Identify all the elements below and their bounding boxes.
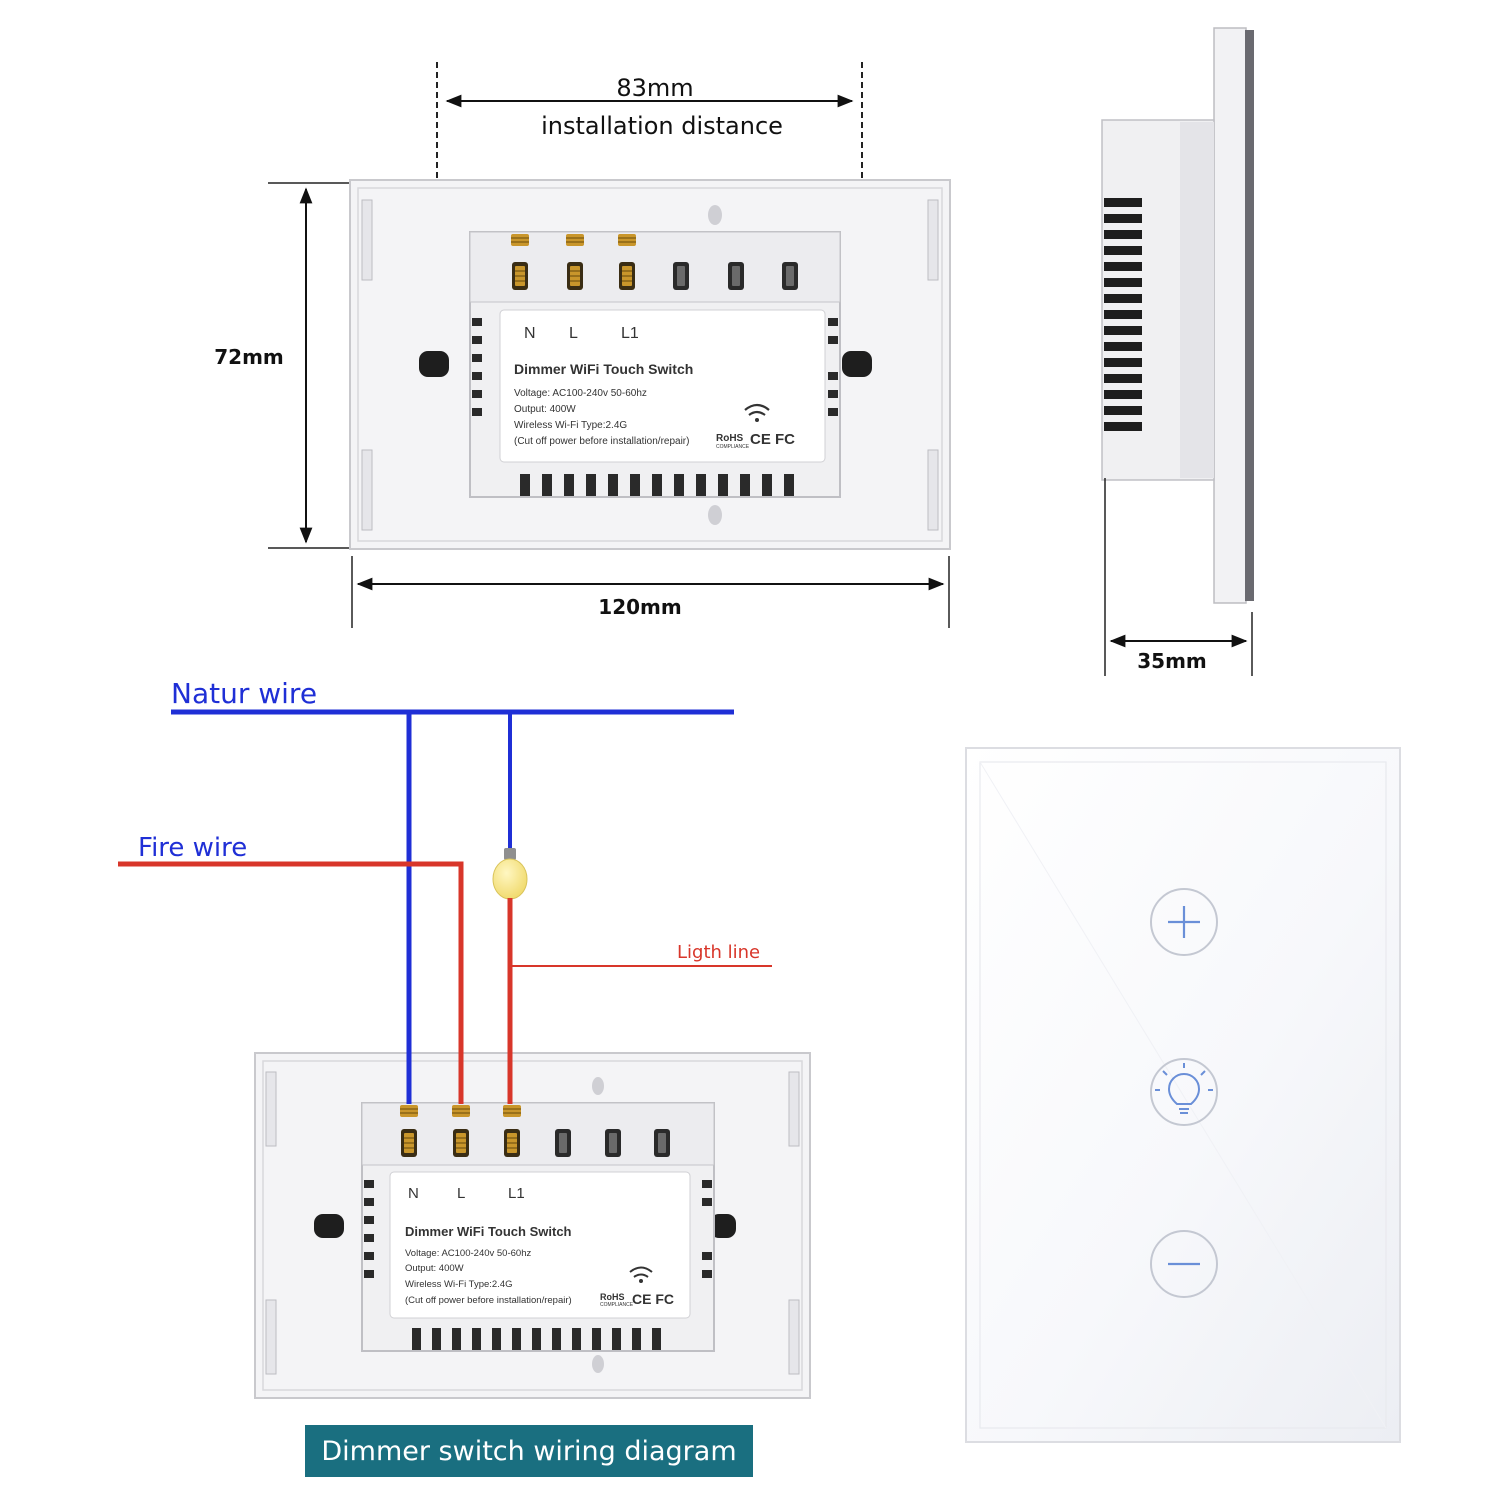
wiring-diagram: Natur wire Fire wire Ligth line [118,677,772,1100]
back-plate-bottom: N L L1 Dimmer WiFi Touch Switch Voltage:… [254,1052,811,1399]
terminal-l1-bottom: L1 [508,1185,525,1202]
bulb-icon [1155,1063,1213,1114]
voltage-spec-bottom: Voltage: AC100-240v 50-60hz [405,1248,531,1259]
terminal-l-bottom: L [457,1185,465,1202]
back-plate-top: N L L1 Dimmer WiFi Touch Switch Voltage:… [349,179,951,550]
plus-button[interactable] [1150,888,1218,956]
install-distance-value: 83mm [616,74,693,102]
rohs-mark-bottom: RoHS [600,1292,625,1302]
cert-marks-bottom: CE FC [632,1291,674,1307]
light-bulb-icon [492,848,528,900]
wireless-spec: Wireless Wi-Fi Type:2.4G [514,420,627,431]
compliance-mark: COMPLIANCE [716,444,750,450]
side-view: 35mm [1101,27,1254,676]
wireless-spec-bottom: Wireless Wi-Fi Type:2.4G [405,1279,513,1290]
wifi-icon [629,1266,653,1283]
wire-terminal-ends [406,1050,513,1104]
back-view-dimensions: 83mm installation distance 72mm 120mm [214,62,950,628]
output-spec: Output: 400W [514,404,576,415]
neutral-wire-label: Natur wire [171,677,317,710]
voltage-spec: Voltage: AC100-240v 50-60hz [514,388,647,399]
light-button[interactable] [1150,1058,1218,1126]
terminal-n: N [524,325,536,342]
wifi-icon [744,403,770,422]
warning-text: (Cut off power before installation/repai… [514,436,689,447]
compliance-mark-bottom: COMPLIANCE [600,1302,634,1308]
install-distance-label: installation distance [541,112,783,140]
cert-marks: CE FC [750,431,795,448]
terminal-n-bottom: N [408,1185,419,1202]
product-name: Dimmer WiFi Touch Switch [514,361,693,377]
fire-wire-label: Fire wire [138,833,247,863]
front-panel [965,747,1401,1443]
terminal-l1: L1 [621,325,639,342]
fire-wire [118,861,464,1100]
caption-text: Dimmer switch wiring diagram [321,1435,737,1467]
caption-banner: Dimmer switch wiring diagram [305,1425,753,1477]
depth-label: 35mm [1137,649,1207,673]
height-label: 72mm [214,345,284,369]
width-label: 120mm [598,595,681,619]
warning-text-bottom: (Cut off power before installation/repai… [405,1295,572,1306]
light-line-label: Ligth line [677,942,760,963]
plus-icon [1168,906,1200,938]
terminal-l: L [569,325,578,342]
minus-button[interactable] [1150,1230,1218,1298]
output-spec-bottom: Output: 400W [405,1263,464,1274]
product-name-bottom: Dimmer WiFi Touch Switch [405,1224,572,1239]
rohs-mark: RoHS [716,433,744,444]
